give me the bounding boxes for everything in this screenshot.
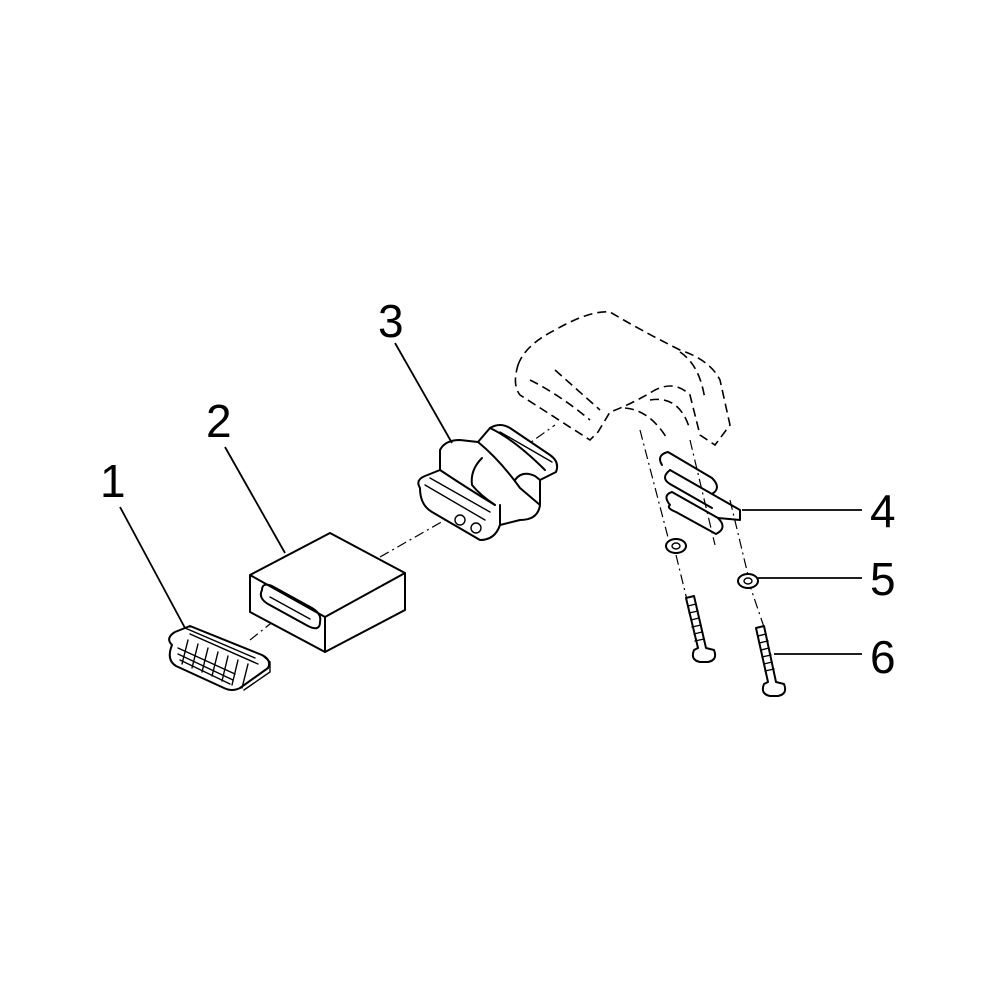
- leader-3: [394, 342, 453, 444]
- callout-4: 4: [870, 485, 896, 537]
- callout-5: 5: [870, 553, 896, 605]
- part-5-washers: [665, 538, 759, 589]
- leader-1: [119, 506, 186, 629]
- callout-2: 2: [206, 395, 232, 447]
- leader-lines: [119, 342, 862, 655]
- part-3-valve-body: [417, 424, 559, 541]
- callout-1: 1: [100, 455, 126, 507]
- callout-6: 6: [870, 631, 896, 683]
- part-4-spout-and-bracket: [514, 311, 741, 535]
- leader-2: [224, 446, 286, 554]
- filter-mesh: [177, 639, 249, 689]
- bracket: [659, 451, 741, 535]
- callout-3: 3: [378, 295, 404, 347]
- part-1-filter-insert: [168, 625, 271, 691]
- part-2-housing-box: [249, 532, 406, 653]
- part-6-screws: [685, 595, 787, 697]
